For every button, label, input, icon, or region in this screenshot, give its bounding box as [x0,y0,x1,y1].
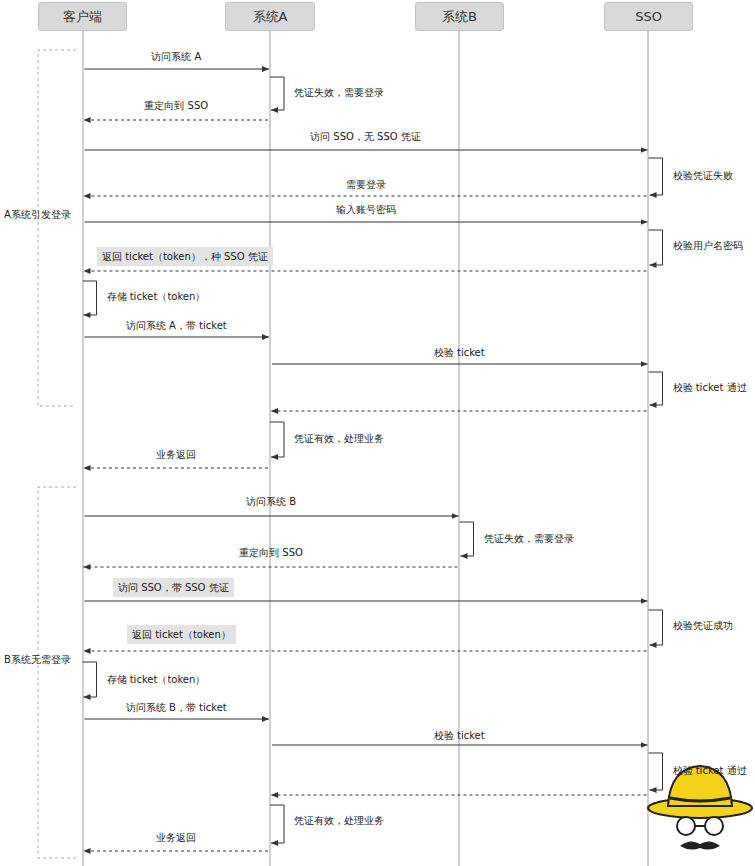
lifeline [83,31,84,866]
message-arrow [84,468,269,469]
participant-name: 系统B [442,8,477,26]
message-arrow [84,851,269,852]
self-message [270,422,284,457]
message-label: 校验 ticket [434,729,485,742]
self-message [270,805,284,843]
message-label: 访问系统 A [151,50,201,63]
message-label: 返回 ticket（token），种 SSO 凭证 [97,247,273,266]
message-label: 返回 ticket（token） [127,625,236,644]
message-arrow [84,271,647,272]
message-label: 输入账号密码 [336,203,396,216]
message-arrow [84,196,647,197]
self-message [649,230,663,265]
participant-name: SSO [635,9,662,24]
message-arrow [85,337,270,338]
group-label: B系统无需登录 [4,653,71,667]
group-bracket [38,50,76,406]
message-arrow [84,651,647,652]
group-bracket [38,487,76,858]
message-arrow [85,222,648,223]
message-arrow [271,795,647,796]
message-arrow [272,745,648,746]
self-message [649,158,663,195]
message-arrow [85,516,459,517]
message-arrow [85,150,648,151]
message-label: 校验凭证成功 [673,619,733,632]
lifeline-header: SSO [604,2,693,31]
message-label: 凭证有效，处理业务 [294,814,384,827]
message-label: 凭证失效，需要登录 [484,532,574,545]
lifeline [270,31,271,866]
message-label: 凭证有效，处理业务 [294,432,384,445]
lifeline-header: 系统A [225,2,315,31]
message-label: 校验 ticket 通过 [673,381,747,394]
message-label: 校验 ticket [434,346,485,359]
message-label: 重定向到 SSO [144,99,208,112]
mascot-watermark [648,766,752,850]
message-label: 访问系统 B，带 ticket [126,701,227,714]
message-label: 需要登录 [346,178,386,191]
message-arrow [84,567,458,568]
message-label: 业务返回 [156,831,196,844]
lifeline [648,31,649,866]
message-label: 校验用户名密码 [673,239,743,252]
message-arrow [84,120,269,121]
message-label: 校验 ticket 通过 [673,764,747,777]
lifeline-header: 系统B [415,2,504,31]
participant-name: 系统A [253,8,288,26]
self-message [270,77,284,110]
self-message [83,281,97,315]
self-message [649,753,663,790]
self-message [649,610,663,645]
message-arrow [85,601,648,602]
message-label: 访问 SSO，带 SSO 凭证 [113,578,234,597]
message-arrow [85,69,270,70]
message-arrow [272,364,648,365]
message-label: 重定向到 SSO [239,546,303,559]
message-label: 访问系统 A，带 ticket [126,319,227,332]
message-arrow [271,411,647,412]
message-label: 存储 ticket（token） [107,673,206,686]
lifeline-header: 客户端 [38,2,127,31]
self-message [649,372,663,405]
message-label: 存储 ticket（token） [107,290,206,303]
message-label: 业务返回 [156,448,196,461]
self-message [83,662,97,697]
group-label: A系统引发登录 [4,208,71,222]
message-label: 凭证失效，需要登录 [294,86,384,99]
message-label: 校验凭证失败 [673,169,733,182]
message-label: 访问系统 B [246,495,296,508]
self-message [460,522,474,556]
message-arrow [85,719,270,720]
message-label: 访问 SSO，无 SSO 凭证 [310,130,421,143]
participant-name: 客户端 [63,8,102,26]
